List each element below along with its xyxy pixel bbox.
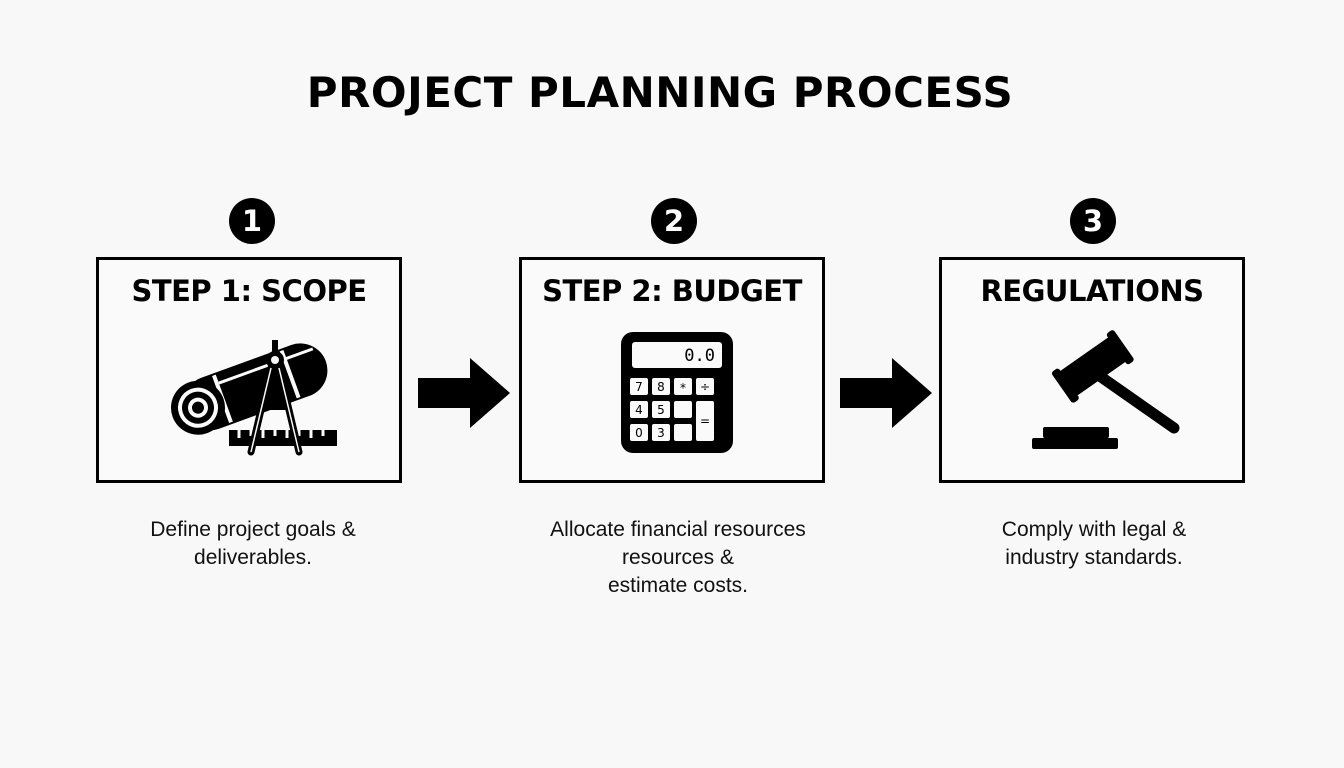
calc-key-3: 3 [657, 426, 665, 440]
calc-key-5: 5 [657, 403, 665, 417]
step-2-description-line: resources & [621, 546, 735, 569]
step-3-description-line: Comply with legal & [1001, 518, 1187, 541]
step-3-description: Comply with legal & industry standards. [934, 516, 1254, 572]
step-3-box: REGULATIONS [939, 257, 1245, 483]
step-2-description: Allocate financial resources resources &… [518, 516, 838, 600]
calc-key-8: 8 [657, 380, 665, 394]
page-title: PROJECT PLANNING PROCESS [306, 68, 1014, 117]
calc-key-7: 7 [635, 380, 643, 394]
step-2-number-badge: 2 [651, 198, 697, 244]
calc-key-4: 4 [635, 403, 643, 417]
calculator-icon: 0.0 7 8 * ÷ 4 5 0 3 = [621, 332, 733, 453]
step-1-title: STEP 1: SCOPE [131, 274, 367, 308]
step-1-description: Define project goals & deliverables. [93, 516, 413, 572]
step-1-number-badge: 1 [229, 198, 275, 244]
arrow-right-icon [840, 356, 932, 435]
gavel-icon [1032, 330, 1180, 449]
step-2-box: STEP 2: BUDGET 0.0 7 8 * ÷ 4 5 0 3 = [519, 257, 825, 483]
step-2-title: STEP 2: BUDGET [542, 274, 802, 308]
step-2-description-line: estimate costs. [607, 574, 749, 597]
arrow-right-icon [418, 356, 510, 435]
calculator-display: 0.0 [684, 346, 715, 366]
calc-key-0: 0 [635, 426, 643, 440]
calc-key-multiply: * [680, 381, 686, 395]
calc-key-equals: = [700, 414, 710, 428]
step-3-description-line: industry standards. [1005, 546, 1183, 569]
step-1-box: STEP 1: SCOPE [96, 257, 402, 483]
step-1-description-line: deliverables. [194, 546, 312, 569]
blueprint-compass-icon [170, 340, 337, 456]
step-1-description-line: Define project goals & [150, 518, 356, 541]
step-2-description-line: Allocate financial resources [550, 518, 806, 541]
calc-key-divide: ÷ [700, 380, 710, 394]
step-3-number-badge: 3 [1070, 198, 1116, 244]
step-3-title: REGULATIONS [980, 274, 1204, 308]
